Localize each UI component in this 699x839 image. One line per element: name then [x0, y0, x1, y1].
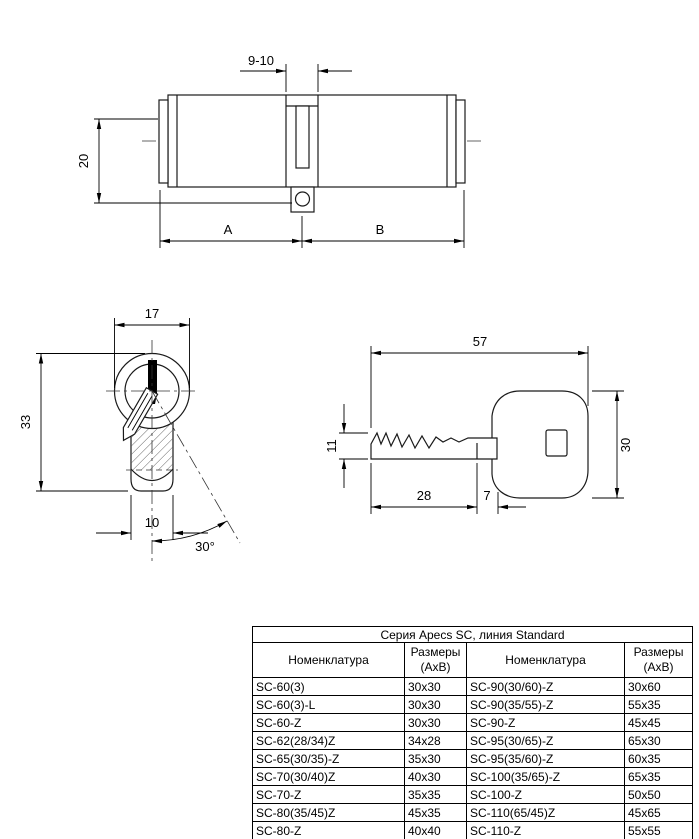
cell-size: 30x60	[623, 677, 694, 696]
dimension-cut-length-28-7: 28 7	[370, 463, 526, 514]
cell-size: 55x35	[623, 695, 694, 714]
cell-model: SC-70(30/40)Z	[252, 767, 405, 786]
cell-size: 45x35	[404, 803, 467, 822]
table-header-row: Номенклатура Размеры (АхВ) Номенклатура …	[252, 642, 694, 678]
dimension-angle-30: 30°	[151, 520, 228, 554]
cylinder-body	[167, 94, 457, 188]
cylinder-right-cap	[455, 99, 466, 184]
dim-label-key-length: 57	[473, 334, 487, 349]
dimension-a-b: A B	[159, 190, 465, 248]
cam-tail	[290, 186, 315, 213]
cell-size: 65x30	[623, 731, 694, 750]
dim-label-shoulder: 7	[483, 488, 490, 503]
dim-label-height: 20	[76, 154, 91, 168]
cell-size: 55x55	[623, 821, 694, 839]
dimension-blade-height-11: 11	[324, 404, 368, 488]
cell-size: 40x40	[404, 821, 467, 839]
key-bow-hole	[545, 429, 568, 457]
cell-size: 34x28	[404, 731, 467, 750]
cell-size: 45x45	[623, 713, 694, 732]
col-header-sizes-1: Размеры (АхВ)	[404, 642, 467, 678]
dimension-height-20: 20	[76, 118, 292, 204]
cell-model: SC-110-Z	[466, 821, 625, 839]
cell-size: 60x35	[623, 749, 694, 768]
table-title: Серия Apecs SC, линия Standard	[251, 626, 694, 643]
size-table: Серия Apecs SC, линия Standard Номенклат…	[251, 626, 694, 839]
cell-size: 30x30	[404, 713, 467, 732]
cell-model: SC-65(30/35)-Z	[252, 749, 405, 768]
key-bow	[491, 390, 589, 499]
cell-size: 40x30	[404, 767, 467, 786]
dim-label-blade-height: 11	[324, 439, 339, 453]
cell-model: SC-90-Z	[466, 713, 625, 732]
table-row: SC-60-Z 30x30 SC-90-Z 45x45	[252, 713, 694, 732]
table-row: SC-65(30/35)-Z 35x30 SC-95(35/60)-Z 60x3…	[252, 749, 694, 768]
table-row: SC-80(35/45)Z 45x35 SC-110(65/45)Z 45x65	[252, 803, 694, 822]
dim-label-cam-width: 9-10	[248, 53, 274, 68]
cylinder-left-cap	[158, 99, 169, 184]
key-channel	[295, 105, 310, 169]
dim-label-stem-width: 10	[145, 515, 159, 530]
dim-label-angle: 30°	[195, 539, 215, 554]
cell-size: 45x65	[623, 803, 694, 822]
table-row: SC-60(3) 30x30 SC-90(30/60)-Z 30x60	[252, 677, 694, 696]
cell-model: SC-95(35/60)-Z	[466, 749, 625, 768]
table-row: SC-60(3)-L 30x30 SC-90(35/55)-Z 55x35	[252, 695, 694, 714]
stem-bottom-arc	[130, 468, 174, 482]
cell-model: SC-80(35/45)Z	[252, 803, 405, 822]
dim-label-b: B	[376, 222, 385, 237]
cylinder-side-view-drawing: 9-10 20 A B	[76, 53, 483, 248]
table-row: SC-80-Z 40x40 SC-110-Z 55x55	[252, 821, 694, 839]
dim-label-a: A	[224, 222, 233, 237]
col-header-nomenclature-2: Номенклатура	[466, 642, 625, 678]
angle-line-30deg	[151, 390, 241, 544]
col-header-nomenclature-1: Номенклатура	[252, 642, 405, 678]
cell-model: SC-62(28/34)Z	[252, 731, 405, 750]
cell-model: SC-95(30/65)-Z	[466, 731, 625, 750]
table-row: SC-70(30/40)Z 40x30 SC-100(35/65)-Z 65x3…	[252, 767, 694, 786]
cell-model: SC-60(3)	[252, 677, 405, 696]
col-header-sizes-2: Размеры (АхВ)	[623, 642, 694, 678]
cell-model: SC-90(30/60)-Z	[466, 677, 625, 696]
table-row: SC-70-Z 35x35 SC-100-Z 50x50	[252, 785, 694, 804]
dimension-key-length-57: 57	[370, 334, 589, 428]
dim-label-bow-height: 30	[618, 438, 633, 452]
cell-model: SC-100-Z	[466, 785, 625, 804]
dimension-width-17: 17	[114, 306, 190, 388]
cylinder-profile-drawing: 17 33 10 30°	[18, 306, 241, 562]
technical-drawing: 9-10 20 A B	[18, 53, 633, 562]
cell-size: 35x30	[404, 749, 467, 768]
dimension-height-33: 33	[18, 353, 145, 492]
key-drawing: 57 11 30 28 7	[324, 334, 633, 514]
dim-label-cut-length: 28	[417, 488, 431, 503]
cell-model: SC-90(35/55)-Z	[466, 695, 625, 714]
dimension-cam-width: 9-10	[240, 53, 352, 92]
dim-label-profile-height: 33	[18, 415, 33, 429]
table-title-row: Серия Apecs SC, линия Standard	[251, 626, 694, 643]
cell-model: SC-60-Z	[252, 713, 405, 732]
cell-model: SC-80-Z	[252, 821, 405, 839]
cell-size: 65x35	[623, 767, 694, 786]
cell-model: SC-60(3)-L	[252, 695, 405, 714]
dimension-bow-height-30: 30	[592, 390, 633, 499]
rotated-key-profile	[122, 386, 159, 442]
cell-size: 30x30	[404, 695, 467, 714]
cam-screw-hole	[294, 191, 311, 207]
dim-label-width: 17	[145, 306, 159, 321]
cell-size: 35x35	[404, 785, 467, 804]
cell-size: 30x30	[404, 677, 467, 696]
key-blade	[370, 431, 498, 460]
cell-model: SC-100(35/65)-Z	[466, 767, 625, 786]
table-row: SC-62(28/34)Z 34x28 SC-95(30/65)-Z 65x30	[252, 731, 694, 750]
cell-model: SC-70-Z	[252, 785, 405, 804]
cell-model: SC-110(65/45)Z	[466, 803, 625, 822]
cell-size: 50x50	[623, 785, 694, 804]
keyhole-slot	[148, 360, 157, 394]
